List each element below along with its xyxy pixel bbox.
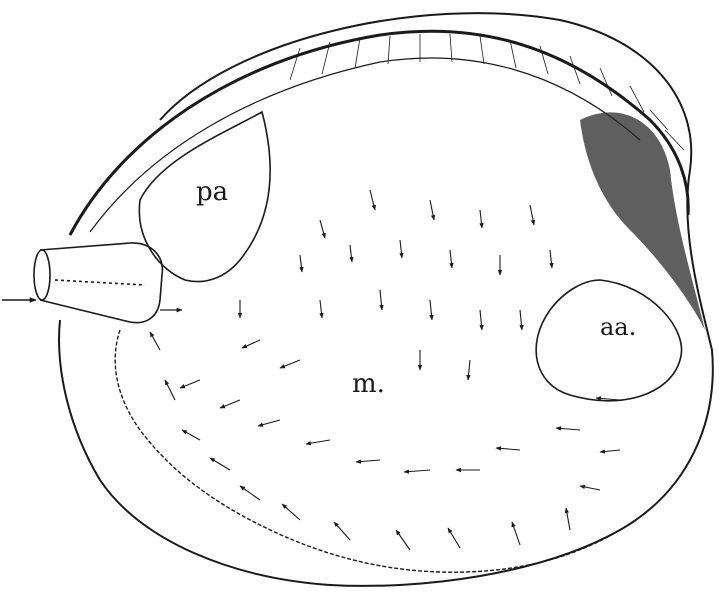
current-arrow <box>480 310 482 330</box>
siphon <box>34 243 162 323</box>
current-arrow <box>396 530 410 550</box>
ciliary-current-arrows <box>150 190 620 550</box>
current-arrow <box>400 240 402 258</box>
current-arrow <box>356 460 380 462</box>
current-arrow <box>370 190 375 210</box>
current-arrow <box>220 400 240 408</box>
hinge-ligament-inner <box>90 58 640 232</box>
current-arrow <box>480 210 482 228</box>
current-arrow <box>600 450 620 452</box>
mantle-margin <box>115 330 620 572</box>
current-arrow <box>404 470 430 472</box>
current-arrow <box>320 300 322 318</box>
current-arrow <box>550 250 552 268</box>
current-arrow <box>496 448 520 450</box>
label-posterior-adductor: pa <box>196 177 228 207</box>
current-arrow <box>150 332 160 350</box>
current-arrow <box>430 300 432 320</box>
current-arrow <box>258 420 280 426</box>
current-arrow <box>210 458 230 470</box>
current-arrow <box>450 250 452 268</box>
current-arrow <box>468 360 470 380</box>
current-arrow <box>430 200 434 220</box>
umbo-region <box>580 112 705 330</box>
current-arrow <box>580 486 600 490</box>
current-arrow <box>165 380 175 400</box>
current-arrow <box>320 220 325 238</box>
current-arrow <box>240 486 260 500</box>
current-arrow <box>448 528 460 548</box>
shell-outline <box>59 13 713 586</box>
current-arrow <box>242 340 260 348</box>
current-arrow <box>280 360 300 368</box>
current-arrow <box>512 522 520 545</box>
current-arrow <box>566 508 570 530</box>
current-arrow <box>520 310 522 330</box>
label-mantle: m. <box>352 369 385 399</box>
current-arrow <box>306 440 330 444</box>
current-arrow <box>182 430 200 440</box>
current-arrow <box>530 205 534 225</box>
current-arrow <box>556 428 580 430</box>
current-arrow <box>380 290 382 310</box>
label-anterior-adductor: aa. <box>600 313 636 341</box>
current-arrow <box>350 245 352 262</box>
current-arrow <box>300 255 302 272</box>
current-arrow <box>282 504 300 520</box>
current-arrow <box>596 398 620 400</box>
current-arrow <box>334 522 350 540</box>
current-arrow <box>180 380 200 388</box>
